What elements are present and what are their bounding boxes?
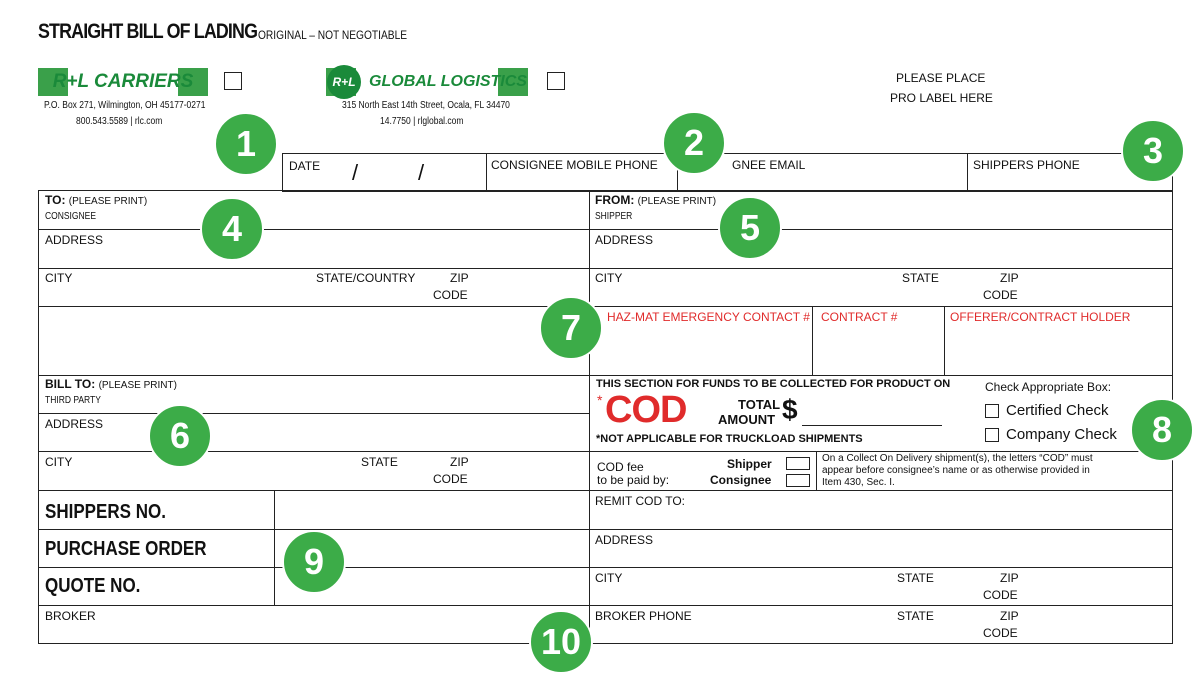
dollar-sign: $ xyxy=(782,394,798,425)
to-address-field[interactable]: ADDRESS xyxy=(45,233,104,247)
broker-field[interactable]: BROKER xyxy=(45,609,96,623)
consignee-pays-label: Consignee xyxy=(710,473,772,487)
cod-legal-line3: Item 430, Sec. I. xyxy=(822,477,895,488)
truckload-note: *NOT APPLICABLE FOR TRUCKLOAD SHIPMENTS xyxy=(596,433,863,445)
global-logistics-logo: R+L GLOBAL LOGISTICS xyxy=(326,65,528,99)
to-zip-code-field[interactable]: CODE xyxy=(433,288,468,302)
remit-zip-code-field[interactable]: CODE xyxy=(983,588,1018,602)
step-badge-1: 1 xyxy=(214,112,278,176)
company-check-label: Company Check xyxy=(1006,426,1117,443)
from-zip-code-field[interactable]: CODE xyxy=(983,288,1018,302)
step-badge-3: 3 xyxy=(1121,119,1185,183)
pro-label-line1: PLEASE PLACE xyxy=(896,71,986,85)
from-address-field[interactable]: ADDRESS xyxy=(595,233,654,247)
shippers-phone-field[interactable]: SHIPPERS PHONE xyxy=(973,158,1080,172)
bill-to-zip-code-field[interactable]: CODE xyxy=(433,472,468,486)
global-logistics-contact: 14.7750 | rlglobal.com xyxy=(380,116,464,127)
remit-state-field[interactable]: STATE xyxy=(897,571,934,585)
rl-carriers-checkbox[interactable] xyxy=(224,72,242,90)
broker-zip-code-field[interactable]: CODE xyxy=(983,626,1018,640)
bill-to-city-field[interactable]: CITY xyxy=(45,455,73,469)
check-box-title: Check Appropriate Box: xyxy=(985,380,1112,394)
shipper-pays-label: Shipper xyxy=(727,457,772,471)
document-subtitle: ORIGINAL – NOT NEGOTIABLE xyxy=(258,28,408,42)
from-state-field[interactable]: STATE xyxy=(902,271,939,285)
company-check-checkbox[interactable] xyxy=(985,428,999,442)
purchase-order-label: PURCHASE ORDER xyxy=(45,538,207,560)
consignee-mobile-phone-field[interactable]: CONSIGNEE MOBILE PHONE xyxy=(491,158,658,172)
bill-to-zip-label: ZIP xyxy=(450,455,469,469)
contract-number-field[interactable]: CONTRACT # xyxy=(821,310,898,324)
to-state-field[interactable]: STATE/COUNTRY xyxy=(316,271,416,285)
to-section-label: TO: (PLEASE PRINT) xyxy=(45,193,148,207)
rl-carriers-logo: R+L CARRIERS xyxy=(38,68,208,96)
consignee-field[interactable]: CONSIGNEE xyxy=(45,211,97,222)
from-city-field[interactable]: CITY xyxy=(595,271,623,285)
remit-address-field[interactable]: ADDRESS xyxy=(595,533,654,547)
step-badge-8: 8 xyxy=(1130,398,1194,462)
shipper-pays-checkbox[interactable] xyxy=(786,457,810,470)
total-label: TOTAL xyxy=(738,397,781,412)
cod-legal-line1: On a Collect On Delivery shipment(s), th… xyxy=(822,453,1093,464)
bill-to-section-label: BILL TO: (PLEASE PRINT) xyxy=(45,377,177,391)
consignee-email-field[interactable]: GNEE EMAIL xyxy=(732,158,806,172)
step-badge-2: 2 xyxy=(662,111,726,175)
cod-legal-line2: appear before consignee’s name or as oth… xyxy=(822,465,1090,476)
pro-label-line2: PRO LABEL HERE xyxy=(890,91,993,105)
remit-cod-to-field[interactable]: REMIT COD TO: xyxy=(595,494,686,508)
from-zip-label: ZIP xyxy=(1000,271,1019,285)
offerer-contract-holder-field[interactable]: OFFERER/CONTRACT HOLDER xyxy=(950,310,1131,324)
certified-check-checkbox[interactable] xyxy=(985,404,999,418)
shipper-field[interactable]: SHIPPER xyxy=(595,211,633,222)
remit-city-field[interactable]: CITY xyxy=(595,571,623,585)
consignee-pays-checkbox[interactable] xyxy=(786,474,810,487)
step-badge-7: 7 xyxy=(539,296,603,360)
cod-fee-label: COD fee xyxy=(597,460,644,474)
document-title: STRAIGHT BILL OF LADING xyxy=(38,20,258,43)
date-separator: / xyxy=(418,160,425,185)
cod-fee-label-2: to be paid by: xyxy=(597,473,670,487)
step-badge-5: 5 xyxy=(718,196,782,260)
hazmat-contact-field[interactable]: HAZ-MAT EMERGENCY CONTACT # xyxy=(607,310,810,324)
bill-to-address-field[interactable]: ADDRESS xyxy=(45,417,104,431)
cod-title: COD xyxy=(605,389,687,431)
to-zip-label: ZIP xyxy=(450,271,469,285)
third-party-field[interactable]: THIRD PARTY xyxy=(45,395,101,406)
quote-no-label: QUOTE NO. xyxy=(45,575,141,597)
cod-asterisk: * xyxy=(597,392,603,408)
remit-zip-label: ZIP xyxy=(1000,571,1019,585)
shippers-no-input[interactable] xyxy=(276,492,588,528)
broker-phone-field[interactable]: BROKER PHONE xyxy=(595,609,692,623)
broker-zip-label: ZIP xyxy=(1000,609,1019,623)
step-badge-10: 10 xyxy=(529,610,593,674)
rl-carriers-contact: 800.543.5589 | rlc.com xyxy=(76,116,163,127)
step-badge-6: 6 xyxy=(148,404,212,468)
shippers-no-label: SHIPPERS NO. xyxy=(45,501,166,523)
date-field[interactable]: DATE xyxy=(289,159,321,173)
date-separator: / xyxy=(352,160,359,185)
to-city-field[interactable]: CITY xyxy=(45,271,73,285)
rl-carriers-address: P.O. Box 271, Wilmington, OH 45177-0271 xyxy=(44,100,206,111)
global-logistics-address: 315 North East 14th Street, Ocala, FL 34… xyxy=(342,100,510,111)
from-section-label: FROM: (PLEASE PRINT) xyxy=(595,193,717,207)
step-badge-9: 9 xyxy=(282,530,346,594)
bill-to-state-field[interactable]: STATE xyxy=(361,455,398,469)
cod-section-heading: THIS SECTION FOR FUNDS TO BE COLLECTED F… xyxy=(596,378,951,390)
certified-check-label: Certified Check xyxy=(1006,402,1109,419)
amount-label: AMOUNT xyxy=(718,412,776,427)
global-logistics-checkbox[interactable] xyxy=(547,72,565,90)
broker-state-field[interactable]: STATE xyxy=(897,609,934,623)
step-badge-4: 4 xyxy=(200,197,264,261)
total-amount-input[interactable] xyxy=(802,425,942,426)
